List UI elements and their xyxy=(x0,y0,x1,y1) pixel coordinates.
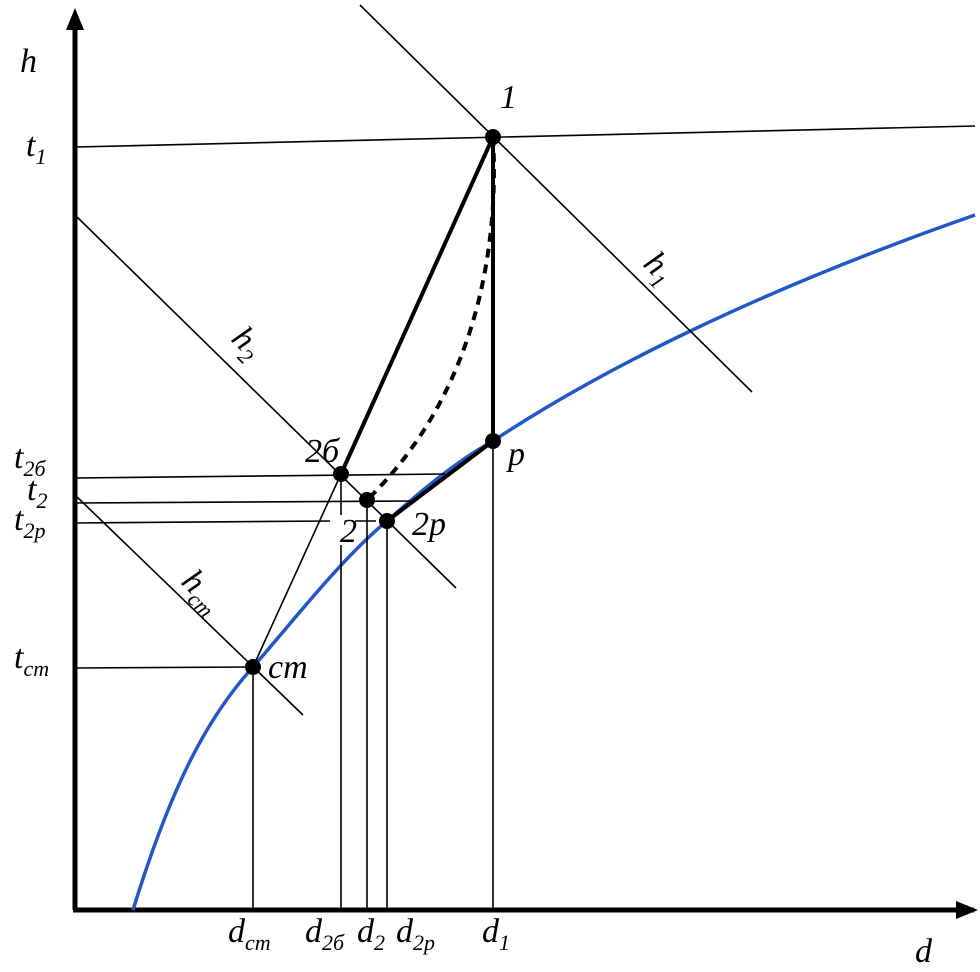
label-hcm: hcm xyxy=(171,562,231,622)
label-h2: h2 xyxy=(221,319,270,368)
t1-isotherm xyxy=(74,125,976,148)
y-tick-t1: t1 xyxy=(26,127,46,169)
point-p xyxy=(485,433,501,449)
h1-line xyxy=(359,4,753,393)
point-1 xyxy=(485,129,501,145)
x-tick-dcm: dcm xyxy=(228,913,271,955)
label-point-1: 1 xyxy=(500,79,517,116)
process-1-2b xyxy=(339,136,495,475)
t2b-line xyxy=(74,473,446,479)
y-tick-t2b: t2б xyxy=(14,439,46,481)
x-tick-d1: d1 xyxy=(482,913,510,955)
saturation-curve xyxy=(131,213,976,911)
h2-line xyxy=(74,214,457,589)
t2-line xyxy=(74,500,411,504)
x-tick-d2b: d2б xyxy=(305,913,345,955)
label-point-p: p xyxy=(506,436,525,473)
y-tick-t2: t2 xyxy=(27,471,47,513)
point-2 xyxy=(359,492,375,508)
x-axis-label: d xyxy=(915,933,933,970)
label-point-cm: cm xyxy=(268,649,308,686)
y-axis-arrow xyxy=(66,8,84,30)
label-h1: h1 xyxy=(633,244,682,293)
label-point-2: 2 xyxy=(340,513,357,550)
x-tick-d2: d2 xyxy=(357,913,385,955)
tcm-line xyxy=(74,666,254,669)
point-2b xyxy=(333,466,349,482)
y-tick-tcm: tcm xyxy=(14,639,49,681)
t2p-line xyxy=(74,520,331,524)
mixing-line xyxy=(252,473,342,668)
label-point-2b: 2б xyxy=(305,433,341,470)
y-axis-label: h xyxy=(20,43,37,80)
point-2p xyxy=(379,513,395,529)
hcm-line xyxy=(74,494,304,716)
point-cm xyxy=(245,659,261,675)
y-tick-t2p: t2p xyxy=(14,501,45,543)
x-tick-d2p: d2p xyxy=(396,913,435,955)
x-axis-arrow xyxy=(956,901,978,919)
process-1-2-dashed xyxy=(365,136,496,502)
process-p-2p xyxy=(385,439,495,523)
label-point-2p: 2p xyxy=(412,506,446,543)
